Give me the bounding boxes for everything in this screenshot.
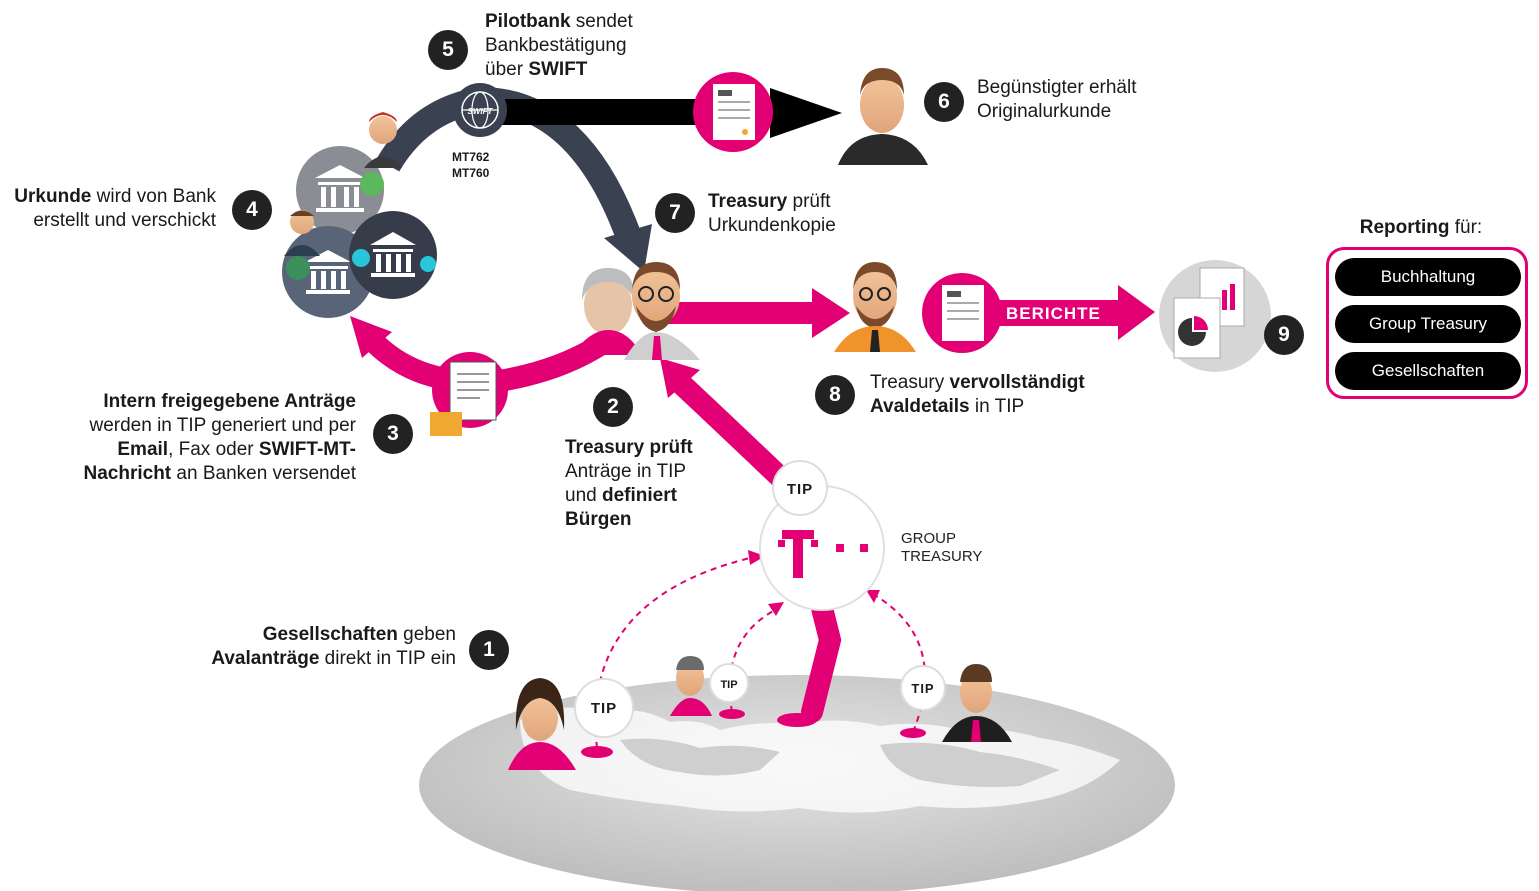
- arrow-to-treasury: [667, 369, 793, 490]
- swift-logo-label: SWIFT: [467, 107, 493, 116]
- step-5-badge: 5: [428, 30, 468, 70]
- person-icon: [572, 262, 700, 360]
- step-3-text: Intern freigegebene Anträge werden in TI…: [83, 391, 357, 484]
- person-icon: [834, 262, 916, 352]
- document-icon: [922, 273, 1002, 353]
- reporting-item-gesellschaften: Gesellschaften: [1335, 352, 1521, 390]
- reporting-item-buchhaltung: Buchhaltung: [1335, 258, 1521, 296]
- person-icon: [838, 68, 928, 165]
- group-treasury-stem: [801, 589, 842, 723]
- telekom-logo-icon: [759, 485, 885, 611]
- mt762-label: MT762: [452, 150, 490, 164]
- step-7-text: Treasury prüft Urkundenkopie: [708, 191, 836, 236]
- berichte-label: BERICHTE: [1006, 304, 1101, 323]
- person-icon: [508, 656, 1012, 770]
- step-6-badge: 6: [924, 82, 964, 122]
- tip-badge-label: TIP: [720, 679, 738, 691]
- group-treasury-label: GROUP TREASURY: [901, 530, 983, 565]
- step-2-text: Treasury prüft Anträge in TIP und defini…: [565, 437, 693, 530]
- step-3-badge: 3: [373, 414, 413, 454]
- step-8-badge: 8: [815, 375, 855, 415]
- step-7-badge: 7: [655, 193, 695, 233]
- mt760-label: MT760: [452, 166, 490, 180]
- step-6-text: Begünstigter erhält Originalurkunde: [977, 77, 1137, 122]
- tip-badge-label: TIP: [590, 700, 618, 717]
- step-4-badge: 4: [232, 190, 272, 230]
- document-icon: [430, 352, 508, 436]
- step-2-badge: 2: [593, 387, 633, 427]
- reporting-item-group-treasury: Group Treasury: [1335, 305, 1521, 343]
- tip-badge-label: TIP: [911, 681, 935, 696]
- report-icon: [1159, 260, 1271, 372]
- step-8-text: Treasury vervollständigt Avaldetails in …: [870, 372, 1085, 417]
- step-5-text: Pilotbank sendet Bankbestätigung über SW…: [485, 11, 633, 80]
- tip-badge-label: TIP: [786, 481, 814, 498]
- person-icon: [284, 112, 402, 256]
- step-9-badge: 9: [1264, 315, 1304, 355]
- reporting-title: Reporting für:: [1359, 217, 1483, 238]
- step-1-badge: 1: [469, 630, 509, 670]
- reporting-box: [1326, 247, 1528, 399]
- swift-globe-icon: [453, 83, 507, 137]
- step-4-text: Urkunde wird von Bank erstellt und versc…: [14, 186, 216, 231]
- document-icon: [693, 72, 773, 152]
- step-1-text: Gesellschaften geben Avalanträge direkt …: [211, 624, 456, 669]
